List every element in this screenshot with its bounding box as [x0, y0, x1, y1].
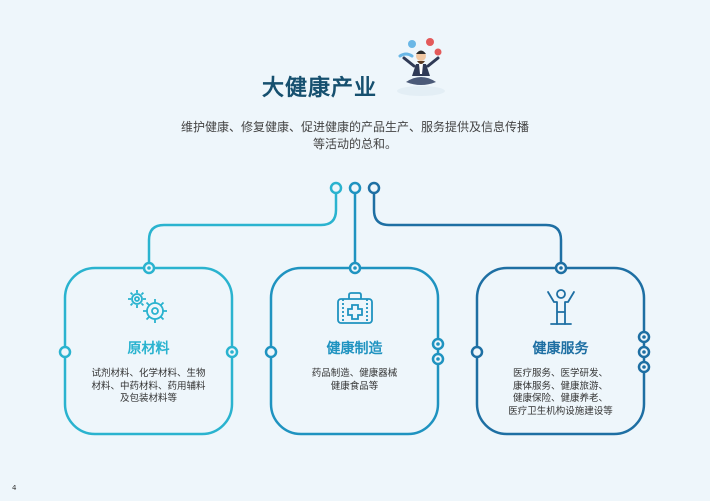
medical-kit-icon — [337, 292, 373, 324]
card-title-health-services: 健康服务 — [532, 341, 589, 357]
subtitle-line-2: 等活动的总和。 — [312, 137, 397, 151]
side-node-card1-right — [225, 345, 239, 359]
subtitle: 维护健康、修复健康、促进健康的产品生产、服务提供及信息传播 等活动的总和。 — [100, 119, 610, 153]
card-desc-line: 康体服务、健康旅游、 — [512, 380, 608, 392]
card-desc-line: 及包装材料等 — [119, 393, 177, 404]
page-number: 4 — [12, 484, 17, 492]
top-node-left — [329, 181, 343, 195]
card-desc-line: 医疗服务、医学研发、 — [512, 368, 608, 379]
card-top-node-right — [554, 261, 568, 275]
card-top-node-middle — [348, 261, 362, 275]
top-node-right — [367, 181, 381, 195]
card-desc-line: 药品制造、健康器械 — [311, 368, 398, 379]
card-desc-line: 材料、中药材料、药用辅料 — [91, 380, 206, 392]
card-title-raw-materials: 原材料 — [127, 341, 170, 357]
card-top-node-left — [142, 261, 156, 275]
card-desc-line: 医疗卫生机构设施建设等 — [508, 405, 613, 417]
side-node-card2-right-1 — [431, 337, 445, 351]
card-desc-raw-materials: 试剂材料、化学材料、生物 材料、中药材料、药用辅料 及包装材料等 — [65, 368, 232, 406]
card-desc-line: 健康食品等 — [330, 380, 379, 392]
side-node-card3-right-2 — [637, 345, 651, 359]
connector-line-left — [147, 192, 338, 268]
card-desc-line: 健康保险、健康养老、 — [512, 393, 608, 404]
page-title: 大健康产业 — [262, 76, 378, 101]
subtitle-line-1: 维护健康、修复健康、促进健康的产品生产、服务提供及信息传播 — [180, 120, 529, 134]
side-node-card2-left — [264, 345, 278, 359]
connector-line-right — [372, 192, 563, 268]
side-node-card3-right-3 — [637, 360, 651, 374]
card-title-health-manufacturing: 健康制造 — [326, 341, 383, 357]
top-node-middle — [348, 181, 362, 195]
side-node-card3-right-1 — [637, 330, 651, 344]
side-node-card2-right-2 — [431, 352, 445, 366]
side-node-card3-left — [470, 345, 484, 359]
meditation-figure-icon — [397, 38, 445, 96]
card-desc-health-manufacturing: 药品制造、健康器械 健康食品等 — [271, 368, 438, 393]
card-desc-health-services: 医疗服务、医学研发、 康体服务、健康旅游、 健康保险、健康养老、 医疗卫生机构设… — [477, 368, 644, 418]
side-node-card1-left — [58, 345, 72, 359]
person-raised-arms-icon — [547, 289, 575, 325]
card-desc-line: 试剂材料、化学材料、生物 — [91, 368, 206, 379]
gears-icon — [128, 290, 167, 323]
